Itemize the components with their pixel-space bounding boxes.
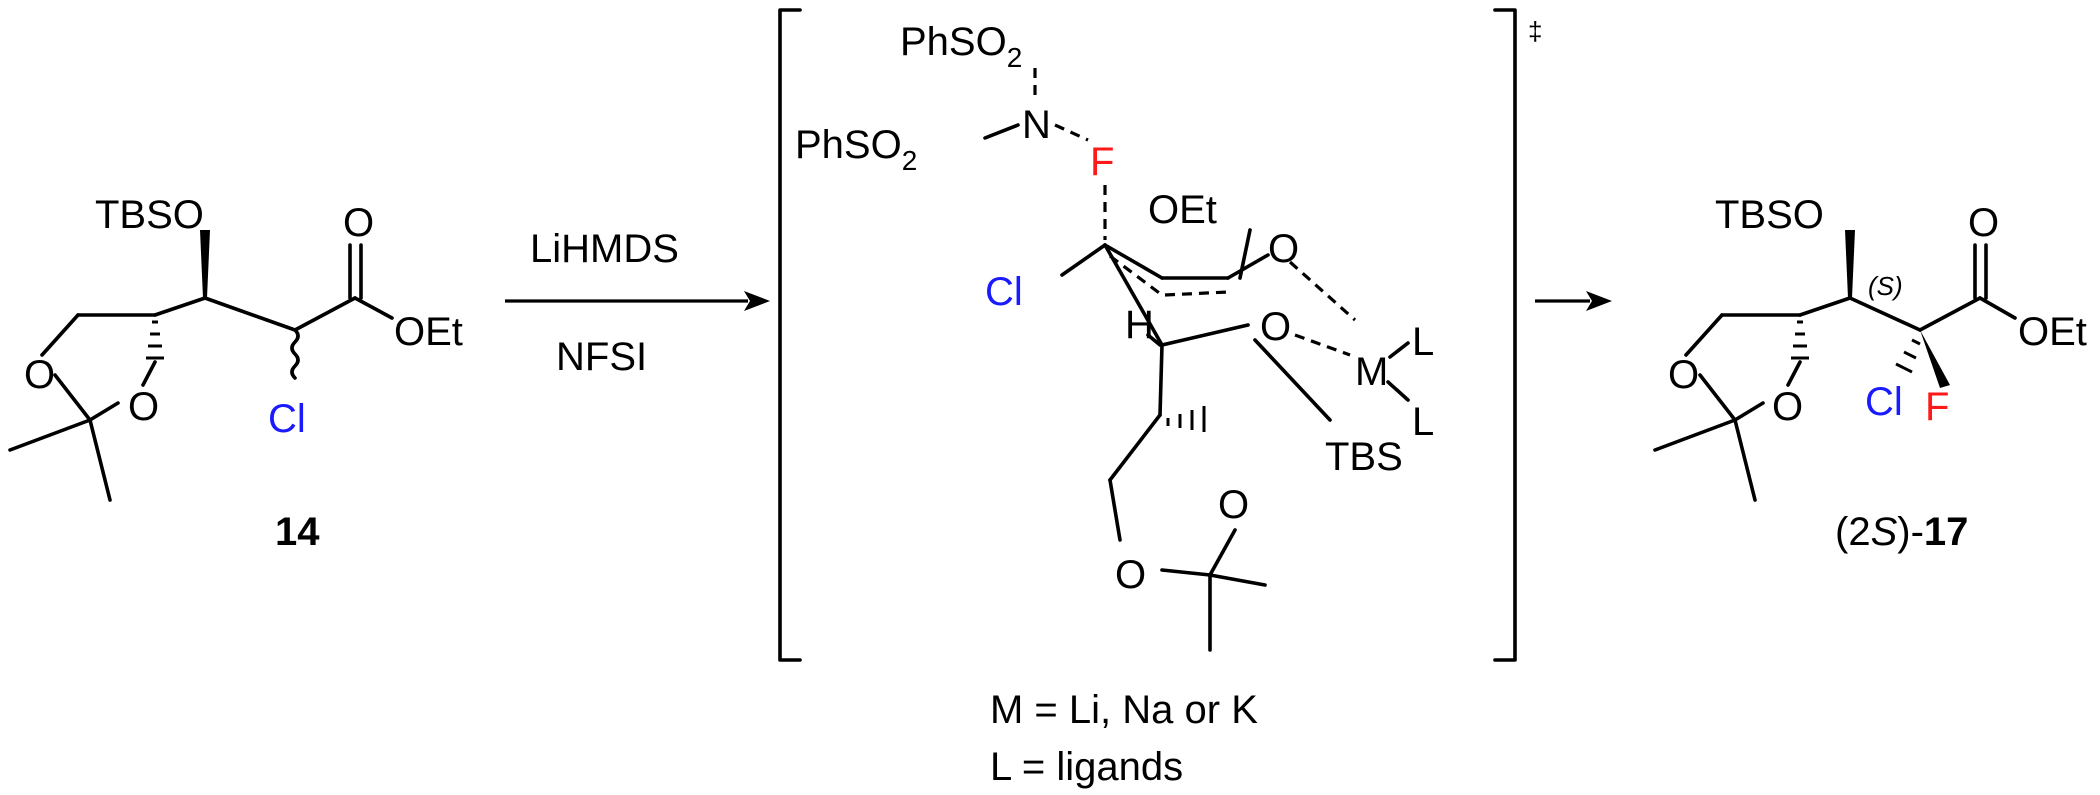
hashed-bond-ts (1166, 406, 1206, 432)
o-tbs-ts-label: O (1260, 305, 1291, 349)
transition-state: PhSO2 N PhSO2 F OEt O Cl H O M L L TBS (795, 20, 1434, 652)
double-dagger: ‡ (1528, 16, 1542, 46)
reaction-arrow-2 (1535, 291, 1612, 311)
hashed-bond-cl (1895, 338, 1921, 374)
arrowhead (744, 291, 770, 311)
phso2-left-label: PhSO2 (795, 123, 917, 176)
oet-label: OEt (394, 310, 463, 354)
ring-o1-label: O (24, 353, 55, 397)
ring-o2-product-label: O (1772, 385, 1803, 429)
wedge-bond (200, 230, 210, 298)
wedge-bond-product (1845, 230, 1855, 298)
carbonyl-o-label: O (343, 201, 374, 245)
arrowhead-2 (1586, 291, 1612, 311)
reagent-bottom: NFSI (556, 335, 647, 379)
product-17: TBSO O OEt O O Cl F (S) (2S)-17 (1653, 193, 2087, 554)
reaction-arrow-1: LiHMDS NFSI (505, 227, 770, 379)
legend-ligands: L = ligands (990, 745, 1183, 789)
tbso-product-label: TBSO (1715, 193, 1824, 237)
ts-brackets: ‡ (778, 8, 1542, 662)
chlorine-product-label: Cl (1865, 380, 1903, 424)
reagent-top: LiHMDS (530, 227, 679, 271)
carbonyl-o-product-label: O (1968, 201, 1999, 245)
ring-o2-label: O (128, 385, 159, 429)
oet-product-label: OEt (2018, 310, 2087, 354)
nitrogen-label: N (1022, 103, 1051, 147)
chlorine-label: Cl (268, 397, 306, 441)
legend-metal: M = Li, Na or K (990, 688, 1258, 732)
ts-legend: M = Li, Na or K L = ligands (990, 688, 1258, 789)
compound-label-17: (2S)-17 (1835, 510, 1968, 554)
ligand-1-label: L (1412, 320, 1434, 364)
chlorine-ts-label: Cl (985, 270, 1023, 314)
ring-o-ts-label: O (1268, 227, 1299, 271)
ligand-2-label: L (1412, 400, 1434, 444)
hashed-bond-ring-product (1791, 320, 1809, 360)
tbso-label: TBSO (95, 193, 204, 237)
ring-o1-product-label: O (1668, 353, 1699, 397)
tbs-ts-label: TBS (1325, 435, 1403, 479)
compound-14: TBSO O OEt O O Cl 14 (8, 193, 463, 554)
dioxolane-o1-ts-label: O (1218, 483, 1249, 527)
oet-ts-label: OEt (1148, 188, 1217, 232)
hashed-bond (146, 320, 164, 360)
wedge-bond-f (1920, 330, 1950, 388)
fluorine-label: F (1090, 140, 1114, 184)
stereo-descriptor: (S) (1868, 271, 1903, 301)
dioxolane-o2-ts-label: O (1115, 553, 1146, 597)
phso2-top-label: PhSO2 (900, 20, 1022, 73)
hydrogen-ts-label: H (1125, 303, 1154, 347)
fluorine-product-label: F (1925, 385, 1949, 429)
metal-label: M (1355, 350, 1388, 394)
compound-number-14: 14 (275, 510, 320, 554)
